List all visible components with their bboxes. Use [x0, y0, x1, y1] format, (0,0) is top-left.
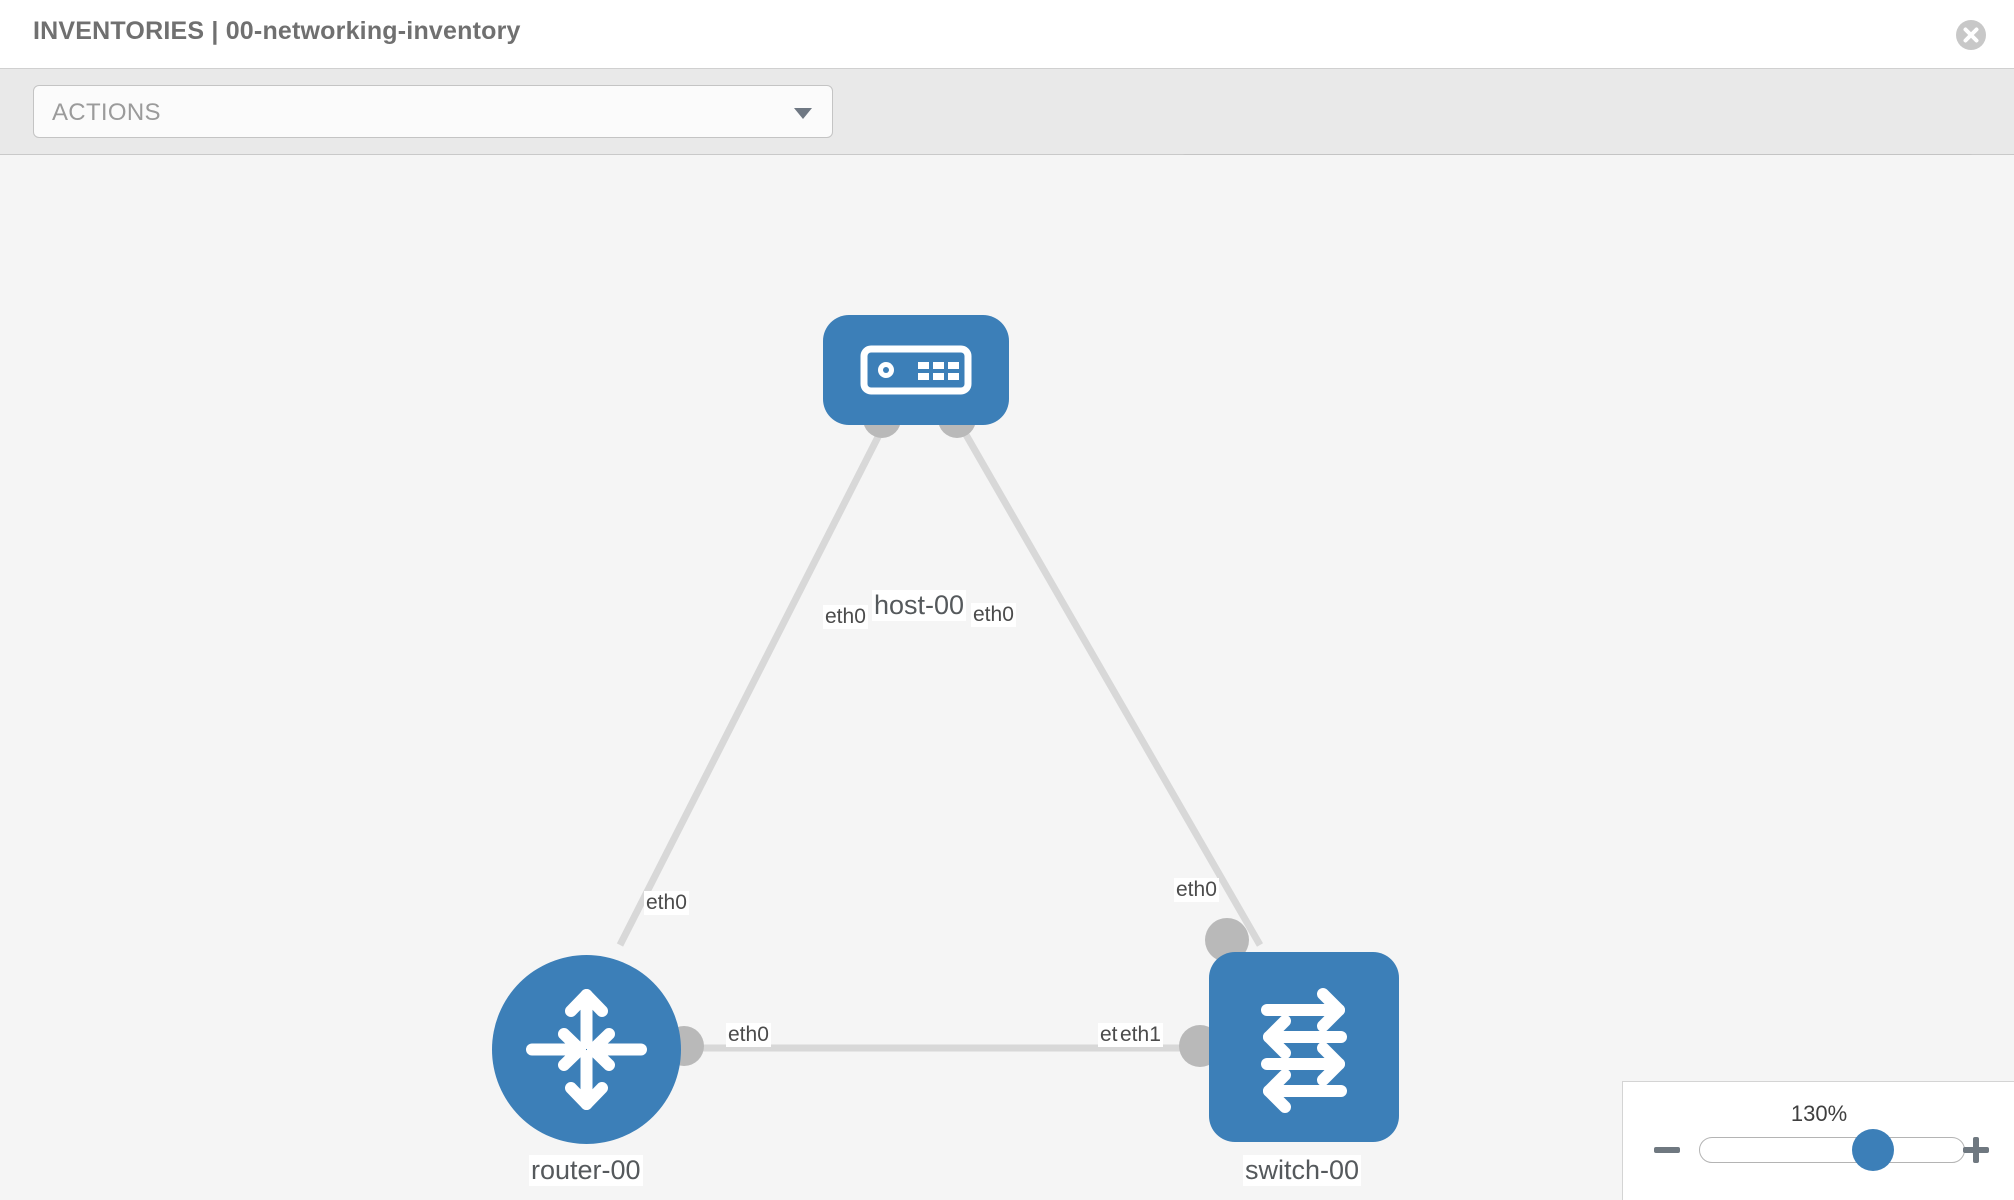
router-arrows-icon [526, 989, 647, 1110]
link-host00-router00 [616, 431, 884, 947]
switch-arrows-icon [1261, 988, 1347, 1113]
zoom-control-panel: 130% [1622, 1081, 2014, 1200]
link-edges [616, 431, 1264, 1052]
zoom-slider-thumb[interactable] [1852, 1129, 1894, 1171]
topology-node-router-00[interactable] [492, 955, 681, 1144]
actions-dropdown-label: ACTIONS [52, 99, 161, 126]
topology-canvas[interactable]: host-00 router-00 switch-00 eth0 eth0 et… [0, 155, 2014, 1200]
page-header: INVENTORIES | 00-networking-inventory [0, 0, 2014, 69]
close-icon[interactable] [1956, 20, 1986, 50]
zoom-level-value: 130% [1790, 1101, 1848, 1126]
plus-icon[interactable] [1960, 1134, 1992, 1166]
server-icon [860, 345, 972, 395]
topology-node-host-00[interactable] [823, 315, 1009, 425]
page-title: INVENTORIES | 00-networking-inventory [33, 17, 521, 45]
chevron-down-icon [794, 108, 812, 119]
topology-links-layer [616, 431, 1264, 1052]
actions-dropdown[interactable]: ACTIONS [33, 85, 833, 138]
zoom-slider-track[interactable] [1699, 1137, 1965, 1163]
minus-icon[interactable] [1651, 1134, 1683, 1166]
topology-node-switch-00[interactable] [1209, 952, 1399, 1142]
link-host00-switch00 [961, 431, 1264, 947]
toolbar: ACTIONS SEARCH [0, 69, 2014, 207]
